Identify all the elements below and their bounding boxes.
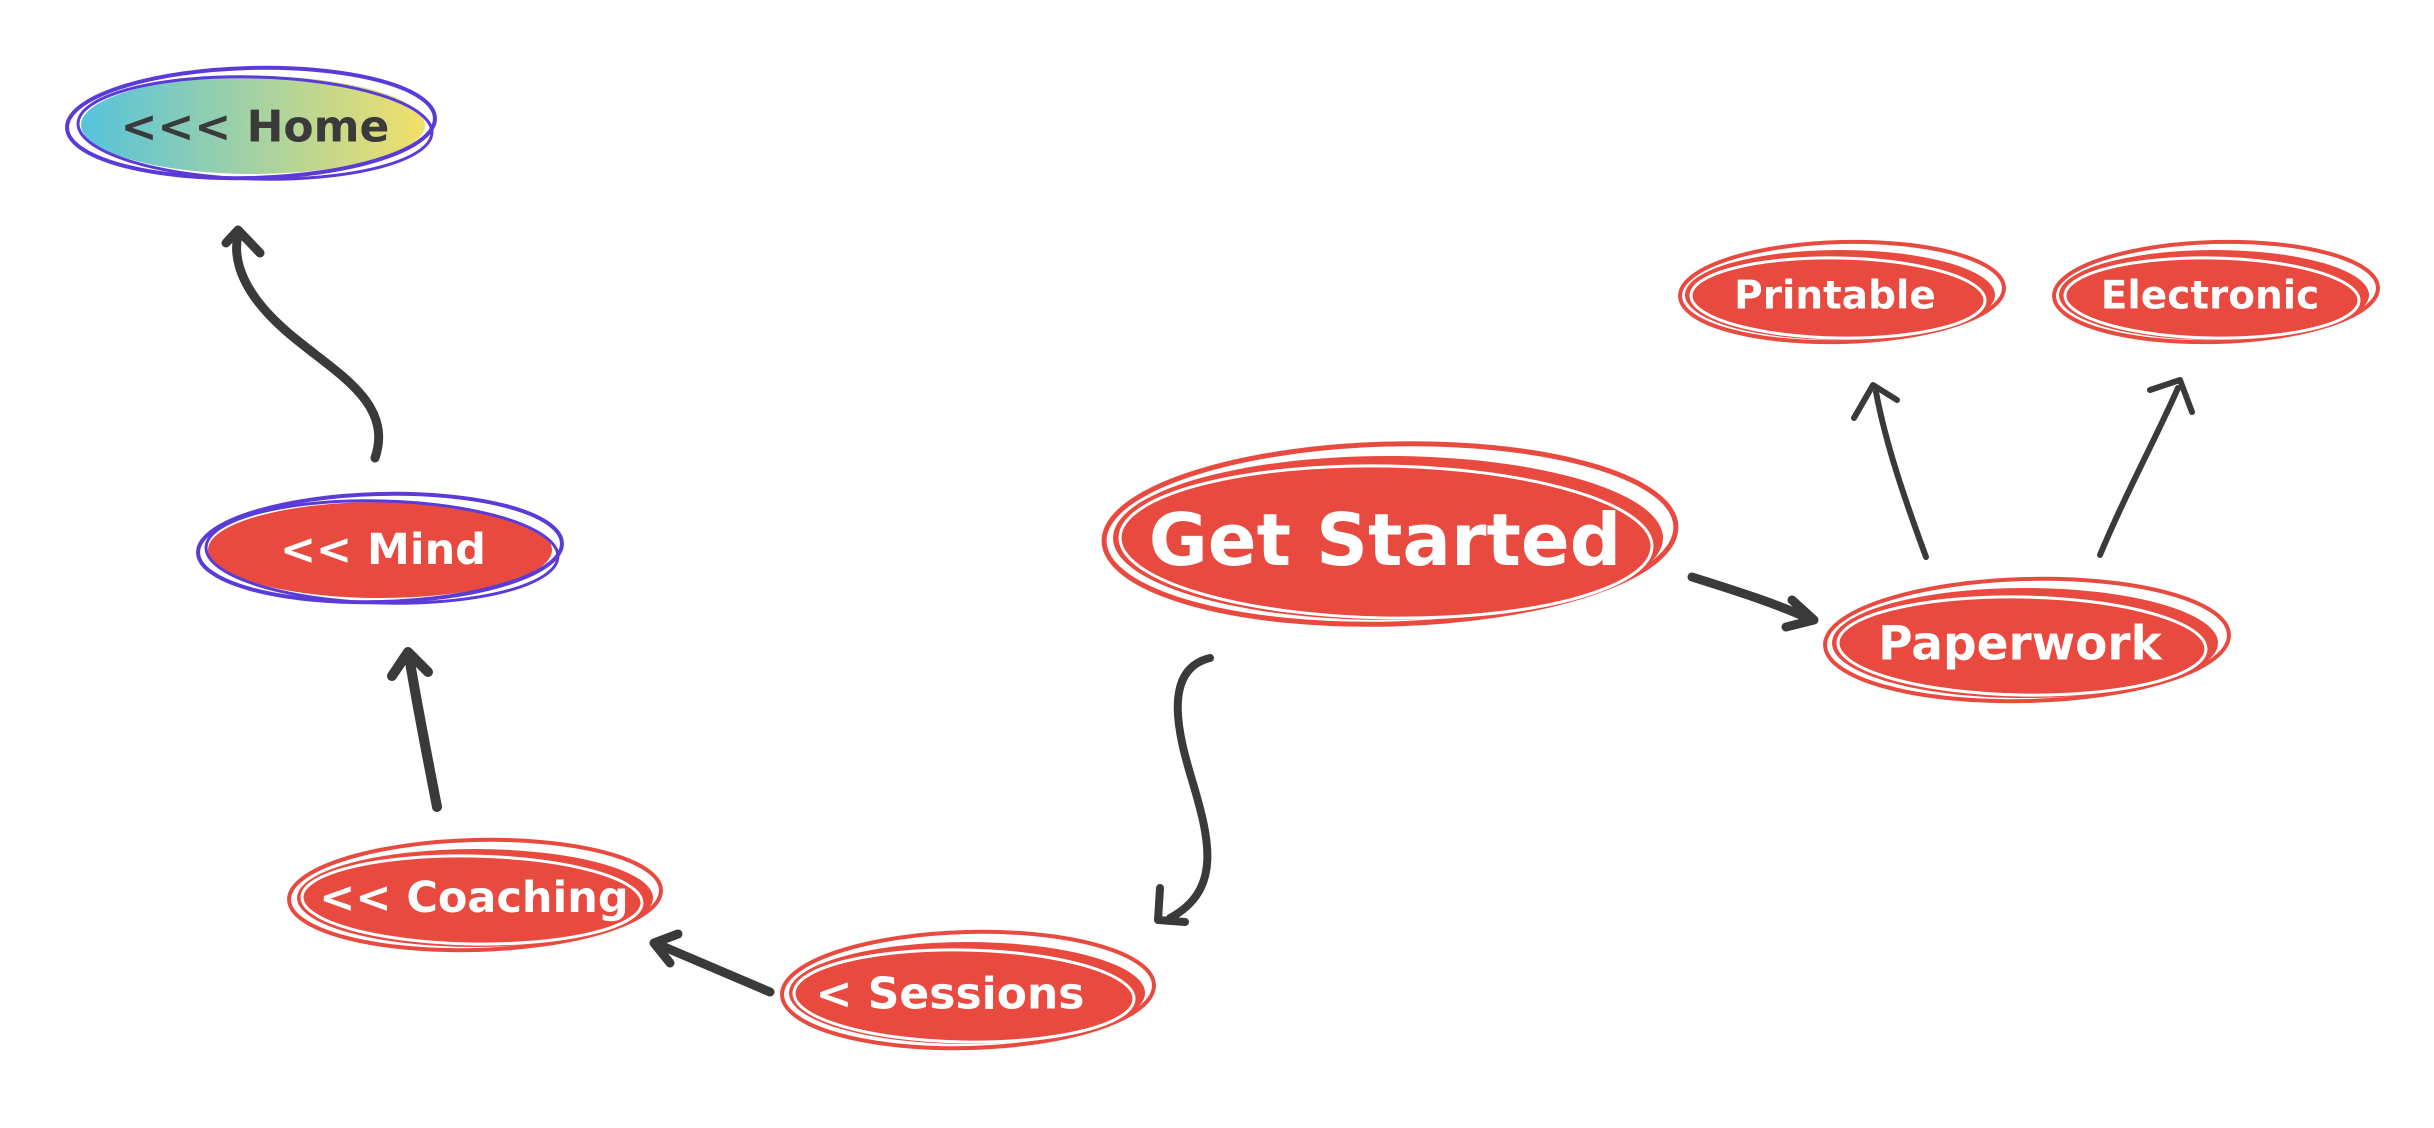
node-coaching-outline [287, 837, 663, 953]
node-electronic-outline [2052, 239, 2380, 345]
node-coaching-label: << Coaching [319, 873, 628, 923]
node-electronic-shape [2059, 250, 2369, 340]
node-printable[interactable]: Printable [1678, 238, 2006, 346]
node-coaching[interactable]: << Coaching [287, 835, 663, 955]
arrow-paperwork-to-printable [1851, 382, 1929, 560]
node-electronic-inner-line [2063, 256, 2361, 340]
arrow-getstarted-to-paperwork [1687, 572, 1819, 632]
arrow-paperwork-to-electronic [2097, 377, 2195, 558]
node-electronic[interactable]: Electronic [2052, 238, 2380, 346]
node-home[interactable]: <<< Home [65, 63, 437, 183]
arrows [221, 225, 2195, 997]
arrow-mind-to-home [221, 225, 384, 463]
node-printable-label: Printable [1734, 274, 1936, 319]
node-mind-shape [208, 502, 552, 598]
node-paperwork-shape [1832, 588, 2218, 698]
node-coaching-shape [297, 849, 653, 947]
node-printable-inner-line [1689, 256, 1987, 340]
node-get-started-outline [1101, 441, 1679, 627]
node-printable-outline [1678, 239, 2006, 345]
node-sessions-inner-line [792, 948, 1136, 1044]
node-home-outline-2 [76, 75, 434, 181]
node-home-shape [81, 76, 425, 174]
node-paperwork[interactable]: Paperwork [1823, 574, 2231, 707]
arrow-getstarted-to-sessions [1154, 654, 1214, 926]
node-get-started-inner-line [1118, 464, 1654, 620]
node-mind-label: << Mind [280, 525, 486, 575]
node-sessions-shape [789, 942, 1145, 1044]
node-coaching-inner-line [300, 854, 644, 946]
node-sessions-outline [780, 929, 1156, 1051]
node-mind-outline-2 [204, 499, 560, 605]
node-printable-shape [1685, 250, 1995, 340]
node-paperwork-outline [1823, 576, 2231, 704]
node-mind[interactable]: << Mind [196, 489, 564, 607]
arrow-sessions-to-coaching [649, 929, 775, 997]
node-paperwork-label: Paperwork [1878, 617, 2163, 672]
node-sessions-label: < Sessions [816, 969, 1085, 1020]
node-electronic-label: Electronic [2101, 274, 2320, 319]
node-get-started[interactable]: Get Started [1101, 437, 1679, 632]
node-get-started-shape [1113, 456, 1663, 620]
node-paperwork-inner-line [1836, 595, 2208, 697]
arrow-coaching-to-mind [387, 647, 442, 812]
node-get-started-label: Get Started [1149, 498, 1622, 582]
node-sessions[interactable]: < Sessions [780, 927, 1156, 1053]
node-home-label: <<< Home [121, 102, 390, 153]
